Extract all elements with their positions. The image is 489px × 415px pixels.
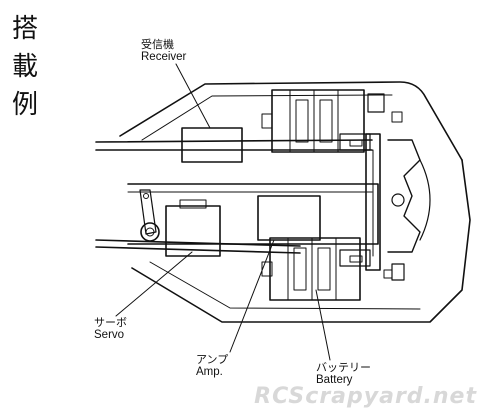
heading-char-2: 載	[11, 52, 38, 82]
upper-connector	[339, 133, 371, 151]
servo-label-jp: サーボ	[94, 316, 127, 329]
servo-pin	[143, 193, 149, 199]
lower-rod-top	[95, 239, 301, 247]
upper-rod-top	[95, 139, 373, 143]
rear-bulkhead	[387, 139, 421, 253]
battery-label-jp: バッテリー	[316, 361, 371, 374]
servo-tab	[179, 199, 207, 209]
rear-curve	[419, 159, 431, 241]
rear-small-block	[391, 263, 405, 281]
servo-box	[165, 205, 221, 257]
lower-battery-pack	[269, 237, 361, 301]
lower-rod-bottom	[95, 246, 301, 254]
lower-connector	[339, 249, 371, 267]
lower-chassis-outline	[131, 159, 471, 323]
watermark: RCScrapyard.net	[254, 384, 477, 409]
upper-chassis-outline	[119, 81, 463, 161]
battery-label-en: Battery	[316, 374, 353, 386]
servo-horn-outer	[140, 222, 160, 242]
amp-label: アンプ Amp.	[196, 353, 228, 379]
receiver-box	[181, 127, 243, 163]
heading-char-3: 例	[11, 90, 38, 120]
heading-char-1: 搭	[11, 14, 38, 44]
rear-mount-hole	[391, 193, 405, 207]
amp-leader	[229, 239, 275, 353]
servo-leader	[115, 251, 193, 317]
servo-label: サーボ Servo	[94, 316, 127, 342]
vertical-heading: 搭 載 例	[8, 10, 42, 124]
upper-chassis-inner-edge	[141, 94, 393, 141]
battery-leader	[315, 289, 331, 361]
amp-box	[257, 195, 321, 241]
battery-label: バッテリー Battery	[316, 361, 371, 387]
rear-rail	[365, 133, 381, 271]
servo-mount	[139, 189, 157, 235]
lower-chassis-inner-edge	[149, 261, 421, 310]
receiver-label: 受信機 Receiver	[141, 38, 186, 64]
receiver-label-en: Receiver	[141, 51, 187, 63]
mid-plate	[127, 183, 379, 245]
servo-horn-inner	[145, 227, 155, 237]
receiver-label-jp: 受信機	[141, 38, 174, 51]
amp-label-jp: アンプ	[196, 353, 229, 366]
amp-label-en: Amp.	[196, 366, 223, 378]
servo-label-en: Servo	[94, 329, 125, 341]
top-right-tab	[367, 93, 385, 113]
receiver-leader	[175, 63, 211, 129]
